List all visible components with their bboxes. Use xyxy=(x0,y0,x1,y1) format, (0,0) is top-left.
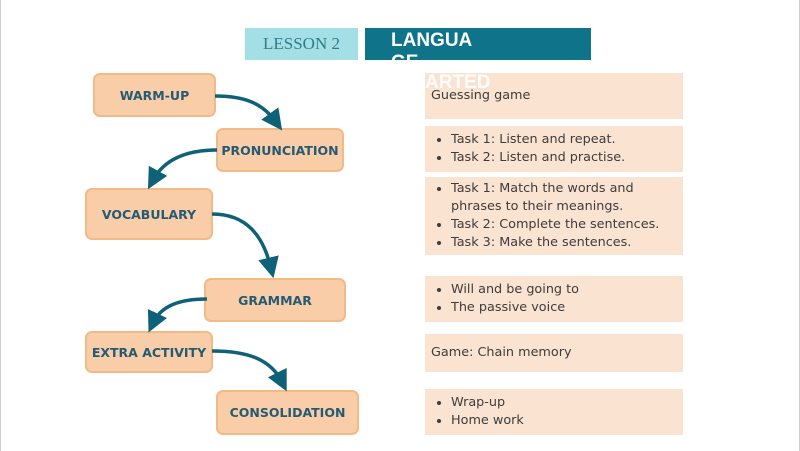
list-item: The passive voice xyxy=(451,299,677,317)
activity-vocabulary: Task 1: Match the words and phrases to t… xyxy=(425,177,683,255)
step-warm-up: WARM-UP xyxy=(93,73,216,117)
activity-grammar: Will and be going to The passive voice xyxy=(425,276,683,322)
list-item: Task 2: Complete the sentences. xyxy=(451,216,677,234)
list-item: Task 1: Listen and repeat. xyxy=(451,131,677,149)
overflow-title-text: ARTED xyxy=(425,72,491,93)
activity-extra: Game: Chain memory xyxy=(425,334,683,372)
arrow-extra-consolidation xyxy=(211,349,287,392)
arrow-pronunciation-vocabulary xyxy=(147,148,218,190)
step-extra-activity: EXTRA ACTIVITY xyxy=(85,331,213,373)
activity-warmup-text: Guessing game xyxy=(431,88,531,103)
list-item: Wrap-up xyxy=(451,394,677,412)
list-item: Task 2: Listen and practise. xyxy=(451,149,677,167)
list-item: Will and be going to xyxy=(451,281,677,299)
arrow-grammar-extra xyxy=(147,297,208,333)
arrow-vocabulary-grammar xyxy=(211,212,279,279)
list-item: Home work xyxy=(451,412,677,430)
lesson-title: LANGUA GE xyxy=(391,30,472,73)
activity-warmup: Guessing game xyxy=(425,73,683,119)
step-grammar: GRAMMAR xyxy=(204,278,346,322)
list-item: Task 1: Match the words and phrases to t… xyxy=(451,180,677,216)
activity-pronunciation: Task 1: Listen and repeat. Task 2: Liste… xyxy=(425,126,683,172)
step-vocabulary: VOCABULARY xyxy=(85,188,213,240)
lesson-label: LESSON 2 xyxy=(245,28,358,60)
list-item: Task 3: Make the sentences. xyxy=(451,234,677,252)
activity-extra-text: Game: Chain memory xyxy=(431,345,572,360)
activity-consolidation: Wrap-up Home work xyxy=(425,389,683,435)
title-bar: LANGUA GE xyxy=(365,28,591,73)
step-consolidation: CONSOLIDATION xyxy=(216,390,359,435)
arrow-warmup-pronunciation xyxy=(214,94,283,131)
